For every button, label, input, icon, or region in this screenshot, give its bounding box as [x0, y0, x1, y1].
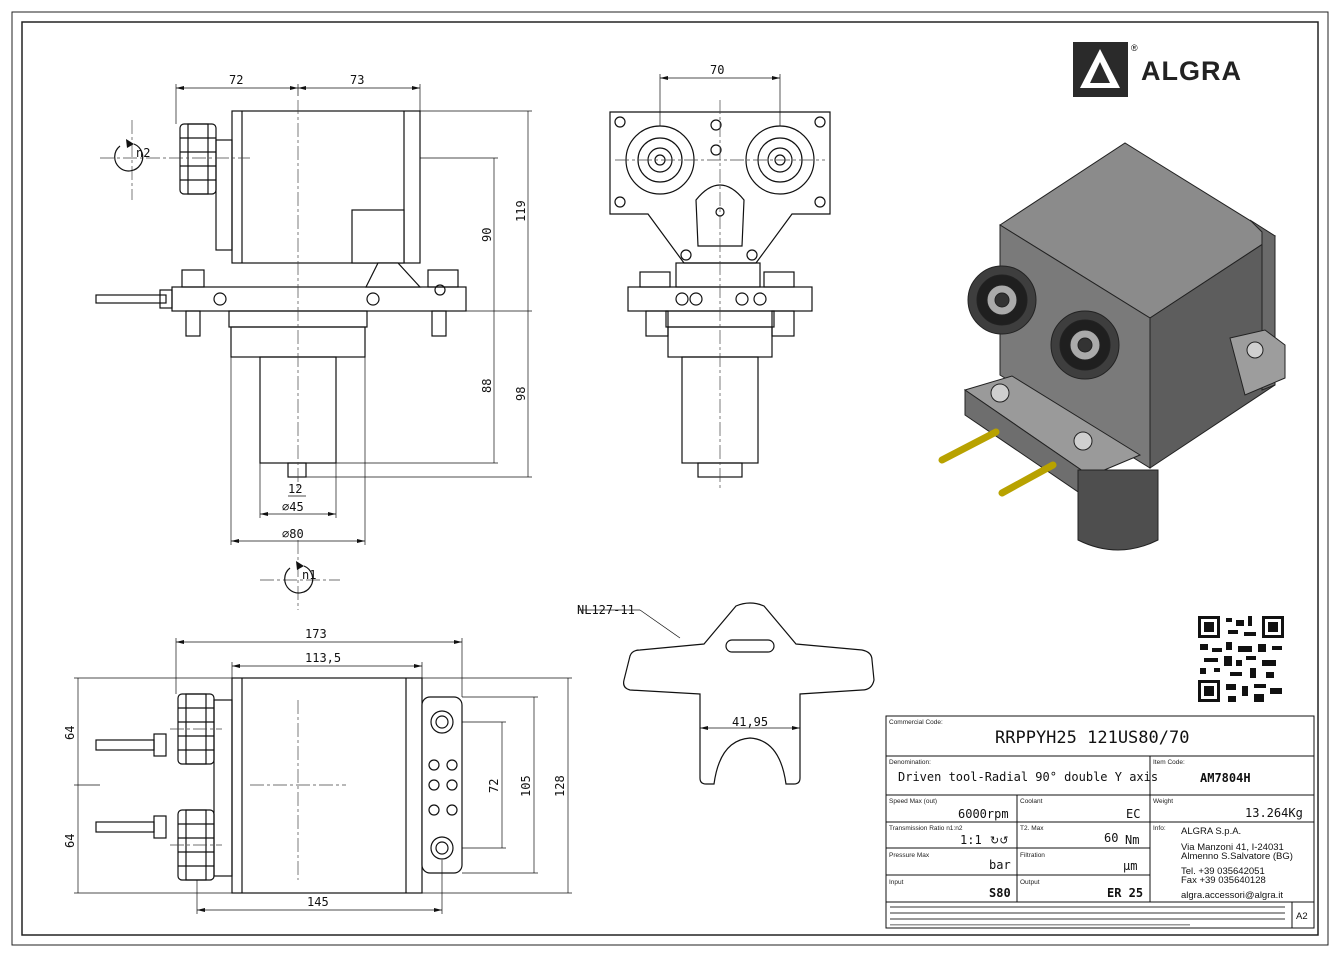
qr-code-icon: [1196, 614, 1286, 704]
dim-dia-45: ∅45: [282, 500, 304, 514]
dim-64-top: 64: [63, 726, 77, 740]
dim-98: 98: [514, 387, 528, 401]
weight-label: Weight: [1153, 798, 1173, 805]
ratio-value: 1:1: [960, 833, 982, 847]
info-address-1: Via Manzoni 41, I-24031: [1181, 842, 1284, 853]
item-code-value: AM7804H: [1200, 771, 1251, 785]
key-view: [578, 602, 875, 785]
bottom-view: [95, 677, 463, 894]
dim-41-95: 41,95: [732, 715, 768, 729]
info-address-2: Almenno S.Salvatore (BG): [1181, 851, 1293, 862]
torque-label: T2. Max: [1020, 825, 1044, 832]
dim-73-top: 73: [350, 73, 364, 87]
dim-dia-80: ∅80: [282, 527, 304, 541]
registered-mark: ®: [1131, 43, 1138, 53]
info-email: algra.accessori@algra.it: [1181, 890, 1283, 901]
commercial-code-label: Commercial Code:: [889, 719, 943, 726]
coolant-value: EC: [1126, 807, 1140, 821]
dim-173: 173: [305, 627, 327, 641]
coolant-label: Coolant: [1020, 798, 1043, 805]
rotation-n2-arrowhead-icon: [126, 139, 134, 148]
dim-128: 128: [553, 775, 567, 797]
rotation-label-n1: n1: [302, 568, 316, 582]
pressure-unit: bar: [989, 858, 1011, 872]
bottom-view-arrowheads: [176, 640, 462, 912]
side-view-arrowheads: [176, 86, 420, 543]
side-view: [95, 110, 467, 478]
filtration-unit: μm: [1123, 859, 1137, 873]
input-value: S80: [989, 886, 1011, 900]
front-view-dimension: [659, 74, 781, 126]
outer-border: [11, 11, 1329, 946]
dim-105: 105: [519, 775, 533, 797]
denomination-value: Driven tool-Radial 90° double Y axis: [898, 770, 1158, 784]
algra-logo: ALGRA ®: [1073, 42, 1242, 97]
speed-label: Speed Max (out): [889, 798, 937, 805]
torque-unit: Nm: [1125, 833, 1139, 847]
logo-text: ALGRA: [1141, 56, 1242, 86]
weight-value: 13.264Kg: [1245, 806, 1303, 820]
info-fax: Fax +39 035640128: [1181, 875, 1266, 886]
isometric-product-view: [938, 142, 1286, 551]
output-value: ER 25: [1107, 886, 1143, 900]
dim-113-5: 113,5: [305, 651, 341, 665]
input-label: Input: [889, 879, 904, 886]
side-view-centerlines: [100, 100, 340, 610]
commercial-code-value: RRPPYH25 121US80/70: [995, 728, 1189, 748]
title-block: [885, 715, 1315, 929]
rotation-label-n2: n2: [136, 146, 150, 160]
dim-90: 90: [480, 228, 494, 242]
info-tel: Tel. +39 035642051: [1181, 866, 1265, 877]
dim-64-bottom: 64: [63, 834, 77, 848]
rotation-n1-arrowhead-icon: [296, 561, 304, 570]
rotation-arrows: [114, 143, 314, 594]
inner-border: [21, 21, 1319, 936]
dim-72-top: 72: [229, 73, 243, 87]
rotation-direction-icon: ↻↺: [990, 834, 1008, 847]
dim-119: 119: [514, 200, 528, 222]
torque-value: 60: [1104, 831, 1118, 845]
ratio-label: Transmission Ratio n1:n2: [889, 825, 963, 832]
front-view-centerlines: [615, 100, 825, 490]
title-block-fineprint: [890, 906, 1285, 926]
sheet-size: A2: [1296, 911, 1308, 922]
item-code-label: Item Code:: [1153, 759, 1185, 766]
dim-72-bottom: 72: [487, 779, 501, 793]
filtration-label: Filtration: [1020, 852, 1045, 859]
bottom-view-centerlines: [170, 700, 346, 880]
output-label: Output: [1020, 879, 1040, 886]
info-label: Info:: [1153, 825, 1166, 832]
key-callout: NL127-11: [577, 603, 635, 617]
dim-88: 88: [480, 379, 494, 393]
dim-145: 145: [307, 895, 329, 909]
info-company: ALGRA S.p.A.: [1181, 826, 1241, 837]
bottom-view-dimension-lines: [74, 638, 572, 914]
dim-12: 12: [288, 482, 302, 496]
denomination-label: Denomination:: [889, 759, 931, 766]
pressure-label: Pressure Max: [889, 852, 930, 859]
dim-70: 70: [710, 63, 724, 77]
speed-value: 6000rpm: [958, 807, 1009, 821]
